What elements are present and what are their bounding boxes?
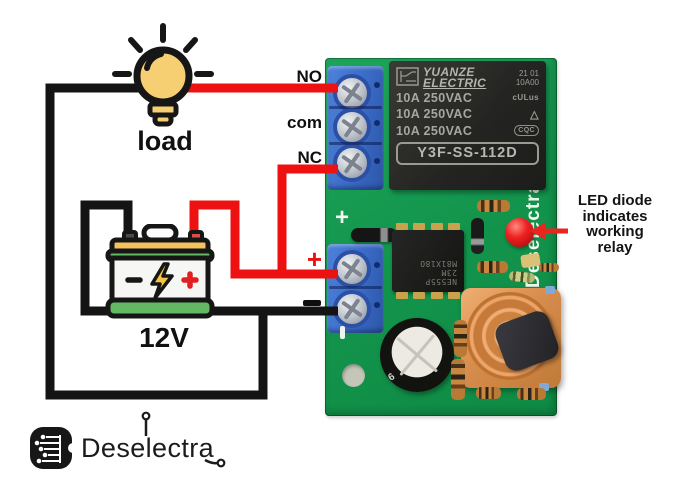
ic-pin xyxy=(396,223,408,230)
battery-voltage-label: 12V xyxy=(139,322,189,353)
resistor xyxy=(539,263,559,272)
battery-plus-sign xyxy=(181,271,199,289)
annotation-line: relay xyxy=(597,238,633,256)
load-label: load xyxy=(137,126,193,156)
ic-pin xyxy=(447,223,460,230)
diode xyxy=(351,228,397,242)
relay-output-terminal-block xyxy=(327,66,384,190)
ic-pins xyxy=(396,292,460,299)
annotation-line: working xyxy=(586,223,644,240)
relay-rating: 10A 250VAC xyxy=(396,123,473,138)
wire-battery-positive xyxy=(189,200,338,279)
ic-pin xyxy=(430,292,443,299)
ne555-ic: NE555P 23M M81X18O xyxy=(392,223,464,299)
annotation-line: indicates xyxy=(582,207,648,225)
silkscreen-plus: + xyxy=(335,204,350,231)
resistor xyxy=(454,320,467,357)
lightning-bolt-icon xyxy=(150,262,174,300)
ic-pin xyxy=(447,292,460,299)
resistor xyxy=(477,261,508,273)
terminal-divider xyxy=(329,286,382,289)
relay-rating-row: 10A 250VAC CQC xyxy=(396,124,539,138)
com-terminal-label: com xyxy=(287,113,322,132)
relay-rating: 10A 250VAC xyxy=(396,107,473,121)
relay-date-code: 21 01 xyxy=(518,69,539,78)
bulb-rays xyxy=(112,23,214,77)
silkscreen-minus xyxy=(340,326,345,339)
relay-component: YUANZE ELECTRIC 21 01 10A00 10A 250VAC c… xyxy=(389,61,546,190)
terminal-divider xyxy=(329,142,382,145)
terminal-hole xyxy=(374,120,380,126)
deselectra-logo: Deselectra xyxy=(30,427,214,469)
ic-pin xyxy=(413,223,426,230)
bulb-tip xyxy=(152,112,174,127)
bulb-glass xyxy=(133,46,193,106)
relay-codes: 21 01 10A00 xyxy=(516,67,539,87)
screw-com xyxy=(333,108,371,146)
relay-schematic-icon xyxy=(396,67,419,86)
ic-pin xyxy=(413,292,426,299)
resistor xyxy=(451,359,465,400)
annotation-line: LED diode xyxy=(577,192,653,209)
relay-model: Y3F-SS-112D xyxy=(396,141,539,165)
relay-rating-row: 10A 250VAC △ xyxy=(396,107,539,121)
no-terminal-label: NO xyxy=(296,67,323,86)
pot-clip xyxy=(545,286,555,294)
wire-load-to-battery-black xyxy=(45,83,268,400)
screw-plus xyxy=(333,250,371,288)
relay-pcb: Deselectra + xyxy=(325,58,562,416)
relay-brand: YUANZE ELECTRIC xyxy=(423,65,487,90)
ic-pin xyxy=(430,223,443,230)
light-bulb-icon xyxy=(112,23,214,127)
relay-rating: 10A 250VAC xyxy=(396,90,473,105)
resistor xyxy=(476,387,501,399)
status-led xyxy=(505,218,534,247)
ul-mark: cULus xyxy=(512,93,539,102)
electrolytic-capacitor: 6 xyxy=(380,318,454,392)
relay-brand-line1: YUANZE xyxy=(423,65,475,79)
screw-nc xyxy=(333,144,371,182)
ic-pins xyxy=(396,223,460,230)
relay-rating-row: 10A 250VAC cULus xyxy=(396,91,539,105)
terminal-hole xyxy=(374,82,380,88)
led-arrow xyxy=(530,222,568,240)
relay-header: YUANZE ELECTRIC 21 01 10A00 xyxy=(396,65,539,90)
battery-base xyxy=(105,297,215,319)
terminal-hole xyxy=(374,158,380,164)
plus-terminal-label: + xyxy=(306,244,322,274)
mounting-hole xyxy=(342,364,365,387)
diode xyxy=(471,218,484,254)
ic-pin xyxy=(396,292,408,299)
terminal-hole xyxy=(374,302,380,308)
vde-mark: △ xyxy=(530,108,539,121)
led-annotation: LED diode indicates working relay xyxy=(556,193,674,255)
battery-icon xyxy=(105,224,215,319)
nc-terminal-label: NC xyxy=(297,148,322,167)
wire-nc-branch xyxy=(277,164,338,274)
terminal-divider xyxy=(329,106,382,109)
resistor xyxy=(517,388,546,400)
deselectra-logo-text: Deselectra xyxy=(81,432,215,463)
minus-terminal-label xyxy=(303,300,321,306)
potentiometer xyxy=(461,286,562,391)
resistor xyxy=(477,200,510,212)
cqc-mark: CQC xyxy=(514,125,539,136)
relay-lot-code: 10A00 xyxy=(515,78,539,87)
relay-brand-line2: ELECTRIC xyxy=(423,75,487,90)
bulb-highlight xyxy=(144,51,164,71)
pot-clip xyxy=(539,383,549,391)
deselectra-logo-icon xyxy=(30,427,72,469)
terminal-hole xyxy=(374,262,380,268)
power-terminal-block xyxy=(327,244,384,333)
